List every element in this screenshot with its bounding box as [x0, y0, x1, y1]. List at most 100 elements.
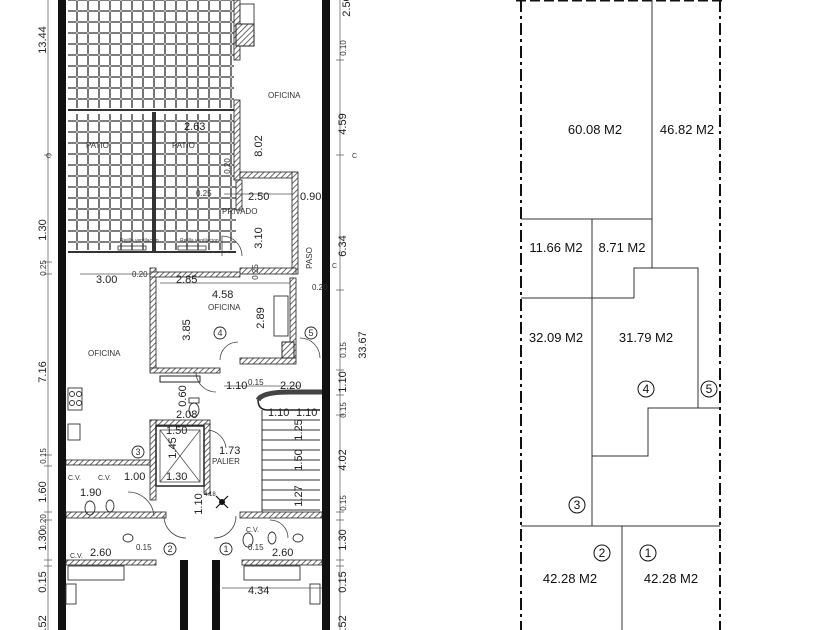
dim-0-20-a: 0.20	[223, 158, 232, 174]
dim-0-15-b: 0.15	[136, 543, 152, 552]
room-palier: PALIER	[212, 457, 240, 466]
dim-0-20-right: 0.20	[312, 283, 328, 292]
dim-4-59: 4.59	[337, 113, 349, 134]
dim-1-45: 1.45	[167, 437, 179, 458]
dim-4-34: 4.34	[248, 585, 269, 597]
area-label-31-79: 31.79 M2	[619, 330, 673, 345]
dim-8-02: 8.02	[253, 135, 265, 156]
dim-3-85: 3.85	[181, 319, 193, 340]
rejilla-left-label: Rejilla ventilacion	[120, 238, 159, 244]
dim-2-89: 2.89	[255, 307, 267, 328]
dim-2-60-a: 2.60	[90, 547, 111, 559]
dim-2-63: 2.63	[184, 121, 205, 133]
dim-1-10-right: 1.10	[337, 371, 349, 392]
dim-0-90: 0.90	[300, 191, 321, 203]
dim-6-34: 6.34	[337, 235, 349, 256]
dim-2-50: 2.50	[248, 191, 269, 203]
dim-0-15-right-b: 0.15	[339, 402, 348, 418]
dim-1-50-a: 1.50	[166, 425, 187, 437]
area-unit-5: 5	[706, 382, 713, 396]
dim-0-20-left: 0.20	[39, 514, 48, 530]
area-label-32-09: 32.09 M2	[529, 330, 583, 345]
room-oficina-left: OFICINA	[88, 349, 121, 358]
room-oficina-mid: OFICINA	[208, 303, 241, 312]
dim-4-18: 4.18	[204, 492, 216, 498]
dim-1-25: 1.25	[293, 419, 305, 440]
dim-1-30-left: 1.30	[37, 219, 49, 240]
dim-0-15-a: 0.15	[248, 378, 264, 387]
dim-3-10: 3.10	[253, 227, 265, 248]
area-unit-3: 3	[574, 498, 581, 512]
c-label-1: C	[46, 153, 51, 160]
plan-unit-4: 4	[217, 328, 222, 338]
room-patio-left: PATIO	[86, 141, 109, 150]
area-diagram: 60.08 M2 46.82 M2 11.66 M2 8.71 M2 32.09…	[516, 0, 725, 630]
dim-0-25-a: 0.25	[196, 189, 212, 198]
dim-0-15-right-a: 0.15	[339, 342, 348, 358]
dim-2-85: 2.85	[176, 274, 197, 286]
area-unit-4: 4	[643, 382, 650, 396]
dim-1-50-b: 1.50	[293, 449, 305, 470]
cv-label-2: C.V.	[98, 475, 111, 482]
plan-unit-3: 3	[135, 447, 140, 457]
patio-top-tiles	[68, 0, 234, 108]
left-party-wall	[58, 0, 66, 630]
room-privado: PRIVADO	[222, 207, 257, 216]
dim-0-25-b: 0.25	[251, 264, 260, 280]
dim-1-10-c: 1.10	[296, 407, 317, 419]
c-label-3: C	[332, 263, 337, 270]
patio-right-tiles	[156, 114, 236, 250]
area-label-11-66: 11.66 M2	[529, 240, 582, 255]
dim-3-00: 3.00	[96, 274, 117, 286]
dim-0-60: 0.60	[177, 385, 189, 406]
dim-0-20-b: 0.20	[132, 270, 148, 279]
dim-7-16: 7.16	[37, 361, 49, 382]
cv-label-1: C.V.	[68, 475, 81, 482]
area-label-42-28-a: 42.28 M2	[543, 571, 597, 586]
dim-0-15-right-c: 0.15	[339, 495, 348, 511]
plan-unit-1: 1	[223, 544, 228, 554]
rejilla-right-label: Rejilla ventilacion	[180, 238, 219, 244]
area-label-42-28-b: 42.28 M2	[644, 571, 698, 586]
c-label-2: C	[352, 153, 357, 160]
area-label-46-82: 46.82 M2	[660, 122, 714, 137]
dim-2-08: 2.08	[176, 409, 197, 421]
patio-divider	[152, 112, 156, 252]
dim-1-73: 1.73	[219, 445, 240, 457]
dim-2-20: 2.20	[280, 380, 301, 392]
area-label-60-08: 60.08 M2	[568, 122, 622, 137]
dim-0-15-left-b: 0.15	[37, 571, 49, 592]
dim-2-50-right: 2.50	[341, 0, 353, 17]
dim-1-30-left-b: 1.30	[37, 529, 49, 550]
dim-4-02: 4.02	[337, 449, 349, 470]
dim-1-00: 1.00	[124, 471, 145, 483]
room-oficina-top: OFICINA	[268, 91, 301, 100]
dim-1-90: 1.90	[80, 487, 101, 499]
dim-2-60-b: 2.60	[272, 547, 293, 559]
dim-0-52-left: 0.52	[37, 615, 49, 630]
dim-1-27: 1.27	[293, 485, 305, 506]
dim-0-52-right: 0.52	[337, 615, 349, 630]
dim-0-15-c: 0.15	[248, 543, 264, 552]
dim-0-25-left: 0.25	[39, 260, 48, 276]
area-label-8-71: 8.71 M2	[599, 240, 646, 255]
dim-0-10-right: 0.10	[339, 40, 348, 56]
dim-1-60: 1.60	[37, 481, 49, 502]
dim-1-30-right: 1.30	[337, 529, 349, 550]
dim-33-67: 33.67	[357, 331, 369, 359]
area-unit-1: 1	[645, 546, 652, 560]
right-party-wall	[322, 0, 330, 630]
room-paso: PASO	[305, 247, 314, 269]
dim-0-15-right-d: 0.15	[337, 571, 349, 592]
dim-13-44: 13.44	[37, 26, 49, 54]
floor-plan: 13.44 1.30 0.25 7.16 0.15 1.60 0.20 1.30…	[37, 0, 369, 630]
dim-1-10-a: 1.10	[226, 380, 247, 392]
patio-left-tiles	[68, 114, 152, 250]
dim-0-15-left-a: 0.15	[39, 448, 48, 464]
area-unit-2: 2	[599, 546, 606, 560]
cv-label-4: C.V.	[246, 527, 259, 534]
plan-unit-5: 5	[308, 328, 313, 338]
room-patio-right: PATIO	[172, 141, 195, 150]
plan-unit-2: 2	[167, 544, 172, 554]
